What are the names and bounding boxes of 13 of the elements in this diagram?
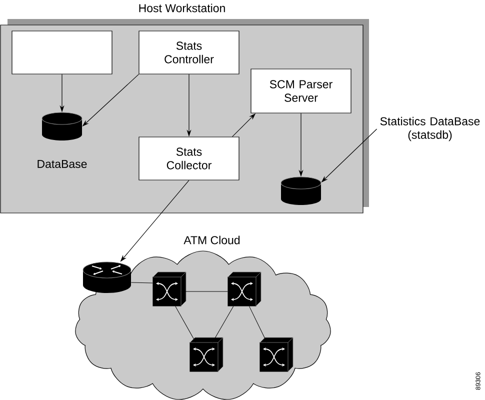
connection-line [248,306,268,342]
switch-icon [228,272,262,306]
cloud-label: ATM Cloud [184,236,240,244]
connection-line [175,306,196,342]
router-icon [82,262,132,293]
switch-icon [260,337,294,372]
connection-line [130,282,153,284]
switch-icon [152,272,186,306]
panel-title: Host Workstation [139,4,225,12]
callout-label: Statistics DataBase (statsdb) [380,116,480,142]
connection-line [212,306,234,342]
switch-icon [190,337,224,372]
connection-line [181,291,228,292]
